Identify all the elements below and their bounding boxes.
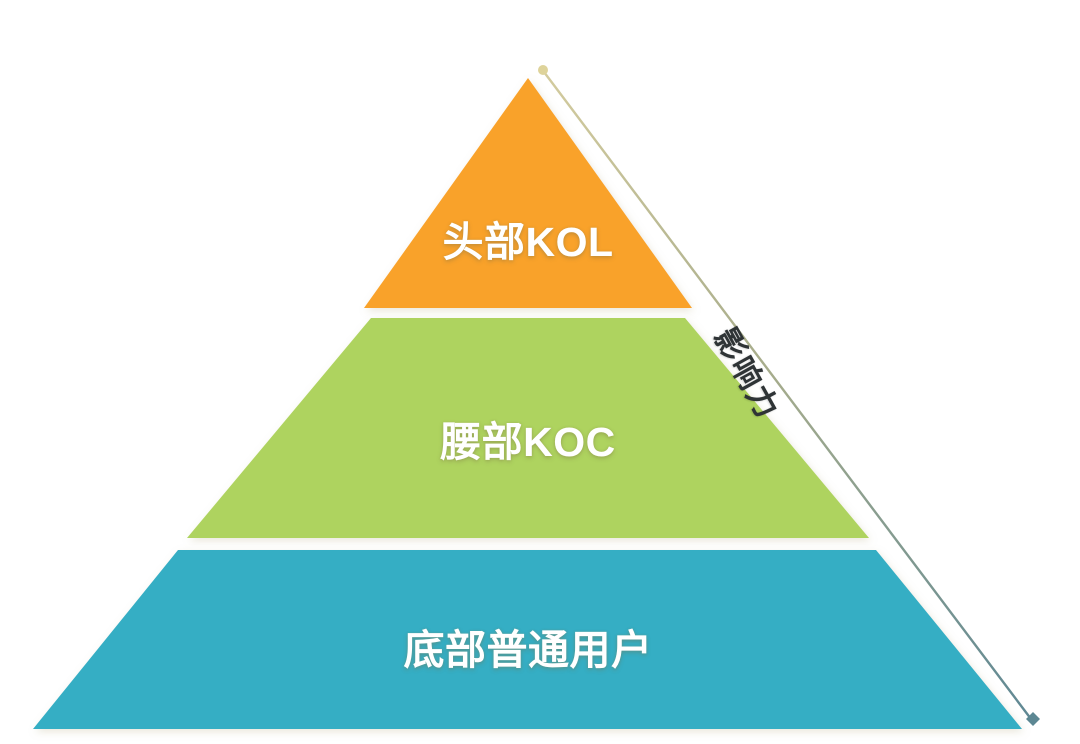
- tier-label-middle: 腰部KOC: [440, 419, 616, 465]
- pyramid-tier-top[interactable]: [364, 78, 692, 308]
- influence-axis-end-marker: [1026, 712, 1040, 726]
- influence-axis-start-dot: [538, 65, 548, 75]
- influence-axis-line: [542, 70, 1033, 721]
- tier-label-bottom: 底部普通用户: [403, 627, 653, 673]
- tier-label-top: 头部KOL: [442, 219, 614, 265]
- pyramid-tier-middle[interactable]: [187, 318, 869, 538]
- pyramid-tier-bottom[interactable]: [33, 550, 1022, 729]
